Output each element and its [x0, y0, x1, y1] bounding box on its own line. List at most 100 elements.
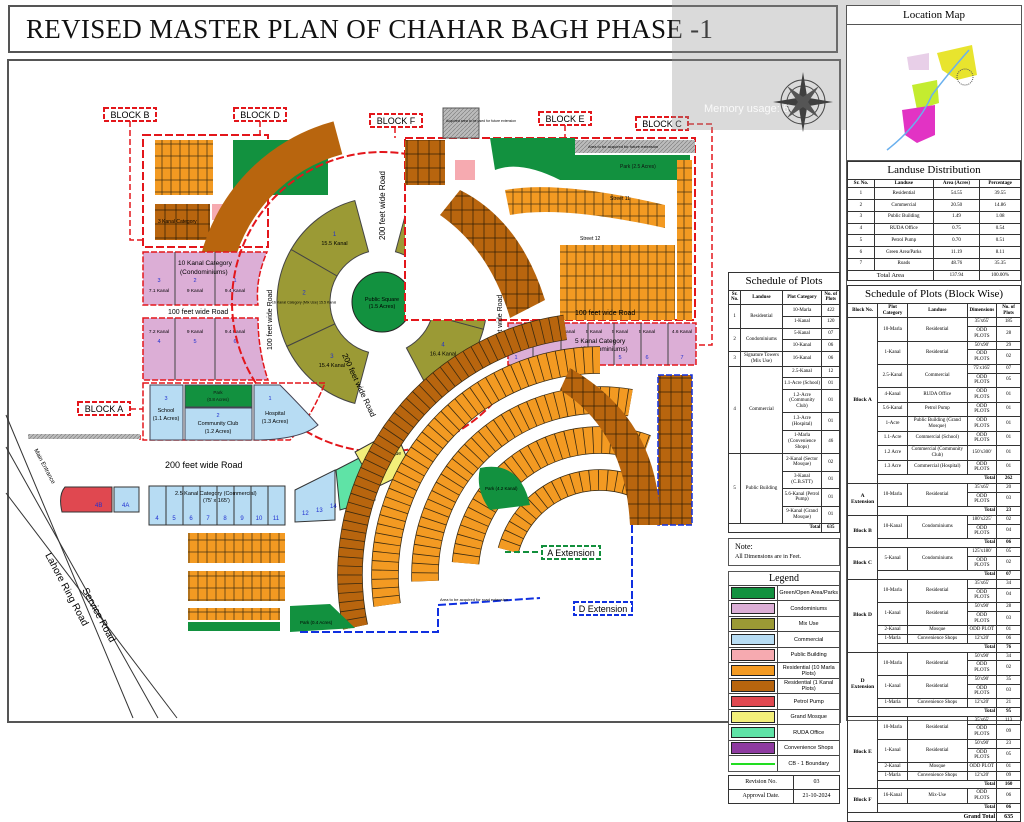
plot-count: 04: [996, 523, 1021, 539]
block-name: Block A: [846, 317, 879, 484]
block-leader-line: [129, 121, 143, 241]
plot-category: 1-Marla (Convenience Shops): [781, 429, 823, 455]
table-row: 3-Kanal (C.B.STT)01: [729, 470, 840, 490]
plot-category: 5-Kanal: [877, 546, 909, 572]
block-total: 06: [996, 538, 1021, 548]
plot-count: 28: [996, 326, 1021, 342]
table-cell: 4: [847, 222, 875, 236]
block-name: Block D: [846, 578, 879, 653]
grand-total: 635: [996, 811, 1021, 822]
plot-count: 35: [996, 674, 1021, 685]
dimensions: ODD PLOTS: [966, 387, 998, 403]
plot-area: 5 Kanal: [586, 329, 602, 335]
plots-1-kanal: [155, 204, 210, 240]
mix-use-sector: [286, 323, 370, 405]
block-total: 262: [996, 474, 1021, 484]
note-box: Note: All Dimensions are in Feet.: [728, 537, 840, 566]
column-header: Landuse: [740, 289, 783, 306]
table-cell: 1: [847, 187, 875, 201]
block-name: Block C: [846, 546, 879, 580]
plot-count: 07: [996, 363, 1021, 374]
legend-label: RUDA Office: [793, 729, 825, 736]
plots-1-kanal: [405, 140, 445, 185]
extension-label: A Extension: [547, 548, 595, 558]
note-text: All Dimensions are in Feet.: [735, 553, 802, 560]
legend-swatch: [729, 694, 779, 709]
plot-category: 5.6-Kanal (Petrol Pump): [781, 488, 823, 507]
plot-count: 422: [821, 304, 840, 317]
plot-number: 10: [256, 516, 263, 522]
sr-no: 4: [727, 365, 742, 455]
plot-category: 1.2-Acre (Community Club): [781, 389, 823, 414]
sr-no: 1: [727, 304, 742, 329]
plot-number: 2: [216, 413, 219, 419]
plots-10-marla: [188, 608, 280, 620]
column-header: Sr. No.: [727, 289, 742, 306]
plot-count: 21: [996, 698, 1021, 708]
plot-count: 28: [996, 602, 1021, 612]
total-label: Total: [877, 474, 998, 484]
plot-category: 2.5-Kanal: [781, 365, 823, 379]
dimensions: ODD PLOTS: [966, 610, 998, 627]
location-map-title: Location Map: [847, 6, 1021, 25]
plot-number: 4: [157, 339, 160, 345]
plot-area: 7.2 Kanal: [149, 329, 169, 335]
table-cell: 7: [847, 257, 875, 271]
sector-number: 3: [330, 354, 334, 360]
landuse-cell: Mosque: [907, 762, 968, 772]
plot-area: 9 Kanal: [187, 288, 203, 294]
plot-category: 1-Kanal: [877, 738, 909, 764]
legend-label: Condominiums: [790, 605, 828, 612]
plot-number: 3: [164, 396, 167, 402]
landuse-cell: Convenience Shops: [907, 770, 968, 781]
dimensions: 35'x65': [966, 578, 998, 589]
plot-count: 06: [996, 788, 1021, 804]
plot-count: 12: [821, 365, 840, 379]
plot-category: 1-Kanal: [877, 601, 909, 627]
column-header: No. of Plots: [996, 302, 1021, 319]
condo-left-sub: (Condominiums): [180, 269, 228, 276]
table-row: 1-Marla (Convenience Shops)46: [729, 429, 840, 455]
dimensions: ODD PLOTS: [966, 326, 998, 342]
plot-count: 02: [996, 555, 1021, 571]
landuse-cell: Commercial (Hospital): [907, 459, 968, 475]
column-header: Block No.: [846, 302, 879, 319]
extension-label: D Extension: [579, 604, 628, 614]
ruda-office-plot: [113, 486, 140, 513]
plot-area: 9 Kanal: [187, 329, 203, 335]
plot-number: 4A: [122, 503, 129, 509]
block-name: D Extension: [846, 651, 879, 717]
memory-usage-text: Memory usage: 6: [704, 103, 789, 115]
plot-category: 9-Kanal (Grand Mosque): [781, 505, 823, 525]
dimensions: ODD PLOTS: [966, 416, 998, 432]
legend-swatch: [729, 678, 779, 694]
legend-color-icon: [731, 633, 775, 646]
landuse-cell: Commercial: [907, 363, 968, 389]
plot-category: 1-Kanal: [781, 315, 823, 329]
plot-category: 2.5-Kanal: [877, 363, 909, 389]
plot-count: 01: [996, 416, 1021, 432]
park-label: Park (4.2 Kanal): [485, 486, 518, 491]
landuse-cell: Residential: [907, 578, 968, 604]
plot-category: 1-Acre: [877, 416, 909, 432]
landuse-cell: Residential: [907, 674, 968, 700]
future-extension-area: [442, 107, 480, 139]
table-cell: 54.55: [932, 187, 981, 201]
legend-swatch: [729, 740, 779, 756]
legend-swatch: [729, 632, 779, 647]
legend-swatch: [729, 601, 779, 616]
hatched-strip: [28, 434, 140, 439]
road-100-right-v: 100 feet wide Road: [497, 295, 504, 355]
sr-no: 5: [727, 453, 742, 525]
petrol-pump-plot: [60, 486, 113, 513]
plot-count: 20: [996, 482, 1021, 493]
